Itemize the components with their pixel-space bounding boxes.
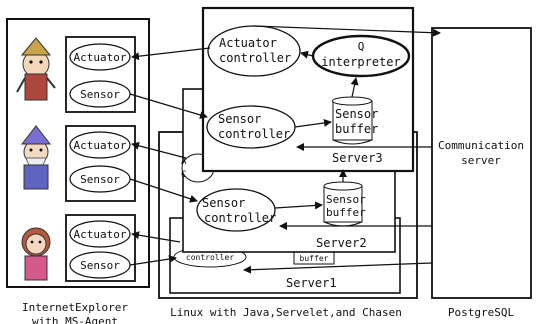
communication-server-line2: server (461, 154, 501, 167)
server2-sensor-buffer-line1: Sensor (326, 193, 366, 206)
server2-label: Server2 (316, 236, 367, 250)
client-caption-line1: InternetExplorer (22, 301, 128, 314)
sensor-node-2-label: Sensor (80, 173, 120, 186)
actuator-node-1-label: Actuator (74, 51, 127, 64)
client-caption-line2: with MS-Agent (32, 315, 118, 324)
actuator-node-1 (69, 43, 131, 71)
server1-controller-label: controller (186, 253, 234, 262)
server3-sensor-buffer (332, 96, 373, 145)
linux-caption: Linux with Java,Servelet,and Chasen (170, 306, 402, 319)
sensor-node-3-label: Sensor (80, 259, 120, 272)
server2-sensor-buffer (323, 181, 363, 227)
server3-q-interpreter-line2: interpreter (321, 55, 400, 69)
server2-fragment-a: A (181, 157, 187, 167)
agent-character-1 (16, 37, 56, 101)
communication-server-box (431, 27, 532, 299)
server2-fragment-c: C (181, 170, 186, 180)
server2-sensor-buffer-line2: buffer (326, 206, 366, 219)
server3-sensor-buffer-line2: buffer (335, 122, 378, 136)
server3-q-interpreter-line1: Q (358, 40, 365, 53)
server3-sensor-buffer-line1: Sensor (335, 107, 378, 121)
server3-sensor-controller-line1: Sensor (218, 112, 261, 126)
sensor-node-1-label: Sensor (80, 88, 120, 101)
communication-server-line1: Communication (438, 139, 524, 152)
server3-label: Server3 (332, 151, 383, 165)
server3-actuator-controller-line1: Actuator (219, 36, 277, 50)
agent-character-3 (21, 227, 51, 281)
server2-sensor-controller-line2: controller (204, 211, 276, 225)
server1-buffer-label: buffer (300, 254, 329, 263)
actuator-node-2 (69, 131, 131, 159)
server3-actuator-controller-line2: controller (219, 51, 291, 65)
server2-sensor-controller (196, 188, 276, 232)
actuator-node-2-label: Actuator (74, 139, 127, 152)
actuator-node-3-label: Actuator (74, 228, 127, 241)
postgres-caption: PostgreSQL (448, 306, 515, 319)
actuator-node-3 (69, 220, 131, 248)
server1-label: Server1 (286, 276, 337, 290)
connection-arrows (129, 25, 441, 274)
server2-sensor-controller-line1: Sensor (202, 196, 245, 210)
agent-character-2 (20, 125, 52, 190)
server3-sensor-controller-line2: controller (218, 127, 290, 141)
